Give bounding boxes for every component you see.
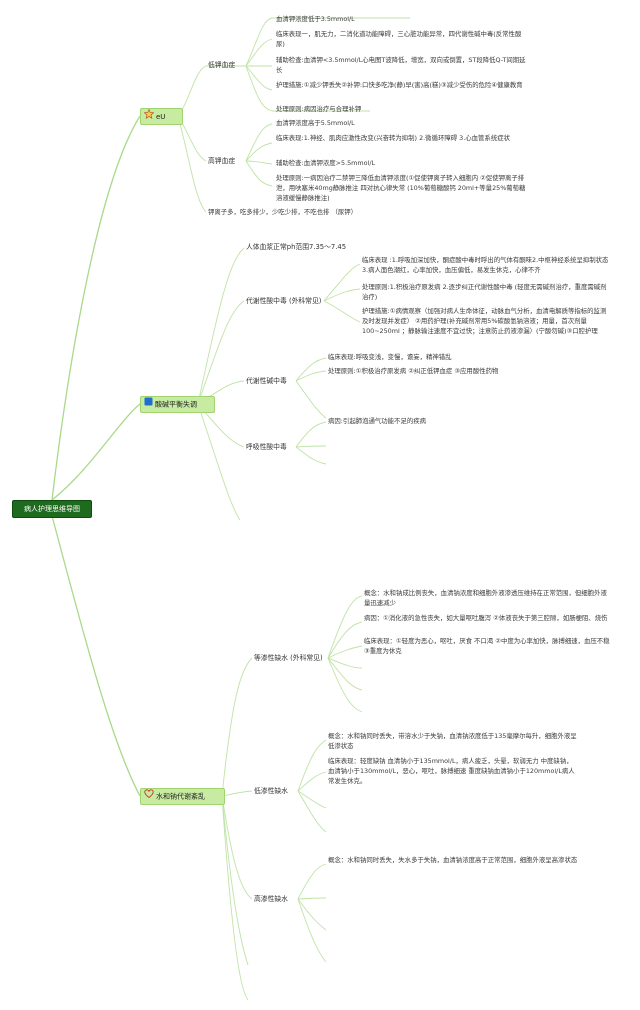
hypotonic-item: 临床表现：轻度缺钠 血清钠小于135mmol/L，病人疲乏，头晕，软弱无力 中度… [328, 757, 575, 785]
root-node[interactable]: 病人护理思维导图 [12, 500, 92, 518]
hyperkalemia-item: 血清钾浓度高于5.5mmol/L [276, 119, 355, 127]
potassium-mnemonic: 钾离子多，吃多排少，少吃少排，不吃也排 （尿钾） [208, 208, 358, 216]
metabolic-alkalosis-item: 临床表现:呼吸变浅，变慢，谵妄，精神错乱 [328, 353, 452, 361]
metabolic-alkalosis-item: 处理原则:①积极治疗原发病 ②纠正低钾血症 ③应用酸性药物 [328, 367, 499, 375]
branch-potassium[interactable]: eU [140, 108, 183, 125]
hyperkalemia-node[interactable]: 高钾血症 [208, 157, 236, 165]
hypokalemia-item: 血清钾浓度低于3.5mmol/L [276, 15, 355, 23]
hypokalemia-item: 处理原则:病因治疗与合理补钾 [276, 105, 362, 113]
metabolic-acidosis-item: 处理原则:1.积极治疗原发病 2.逐步纠正代谢性酸中毒 (轻度无需碱剂治疗，重度… [362, 283, 607, 301]
metabolic-acidosis-node[interactable]: 代谢性酸中毒 (外科常见) [246, 297, 322, 305]
hypotonic-dehydration-node[interactable]: 低渗性缺水 [254, 787, 288, 795]
isotonic-item: 概念：水和钠成比例丧失，血清钠浓度和细胞外液渗透压维持在正常范围，但细胞外液量迅… [364, 589, 607, 607]
branch-acid-base-label: 酸碱平衡失调 [155, 400, 197, 409]
branch-water-sodium-label: 水和钠代谢紊乱 [156, 792, 205, 801]
branch-potassium-label: eU [156, 113, 166, 121]
hypotonic-item: 概念：水和钠同时丢失，带溶水少于失钠，血清钠浓度低于135毫摩尔每升，细胞外液呈… [328, 732, 577, 750]
hyperkalemia-item: 辅助检查:血清钾浓度>5.5mmol/L [276, 159, 376, 167]
hyperkalemia-item: 处理原则:一病因治疗二禁钾三降低血清钾浓度(①促使钾离子转入细胞内 ②促使钾离子… [276, 174, 526, 202]
branch-water-sodium[interactable]: 水和钠代谢紊乱 [140, 788, 225, 805]
ph-range-node[interactable]: 人体血浆正常ph范围7.35～7.45 [246, 243, 347, 251]
hyperkalemia-item: 临床表现:1.神经、肌肉应激性改变(兴奋转为抑制) 2.微循环障碍 3.心血管系… [276, 134, 510, 142]
star-icon [143, 108, 155, 125]
respiratory-acidosis-item: 病因:引起肺泡通气功能不足的疾病 [328, 417, 427, 425]
metabolic-alkalosis-node[interactable]: 代谢性碱中毒 [246, 377, 287, 385]
metabolic-acidosis-item: 护理措施:①病情观察（加强对病人生命体征，动脉血气分析，血清电解质等指标的监测 … [362, 307, 607, 335]
isotonic-item: 临床表现：①轻度为恶心，呕吐，厌食 不口渴 ②中度为心率加快，脉搏细速，血压不稳… [364, 637, 610, 655]
branch-acid-base[interactable]: 酸碱平衡失调 [140, 396, 215, 413]
hypertonic-dehydration-node[interactable]: 高渗性缺水 [254, 895, 288, 903]
hypertonic-item: 概念：水和钠同时丢失，失水多于失钠，血清钠浓度高于正常范围，细胞外液呈高渗状态 [328, 856, 578, 864]
isotonic-item: 病因：①消化液的急性丧失，如大量呕吐腹泻 ②体液丧失于第三腔隙，如肠梗阻、烧伤 [364, 614, 608, 622]
hypokalemia-item: 辅助检查:血清钾<3.5mmol/L心电图T波降低，增宽，双向或倒置，ST段降低… [276, 56, 526, 74]
metabolic-acidosis-item: 临床表现 :1.呼吸加深加快，酮症酸中毒时呼出的气体有酮味2.中枢神经系统呈抑制… [362, 256, 609, 274]
isotonic-dehydration-node[interactable]: 等渗性缺水 (外科常见) [254, 654, 323, 662]
hypokalemia-item: 临床表现一，肌无力，二消化道功能障碍，三心脏功能异常，四代谢性碱中毒(反常性酸尿… [276, 30, 522, 48]
heart-icon [144, 789, 154, 804]
respiratory-acidosis-node[interactable]: 呼吸性酸中毒 [246, 443, 287, 451]
flag-icon [144, 397, 153, 412]
hypokalemia-node[interactable]: 低钾血症 [208, 61, 236, 69]
hypokalemia-item: 护理措施:①减少钾丢失②补钾:口快多吃净(静)早(害)高(糕)③减少受伤的危险④… [276, 81, 523, 89]
